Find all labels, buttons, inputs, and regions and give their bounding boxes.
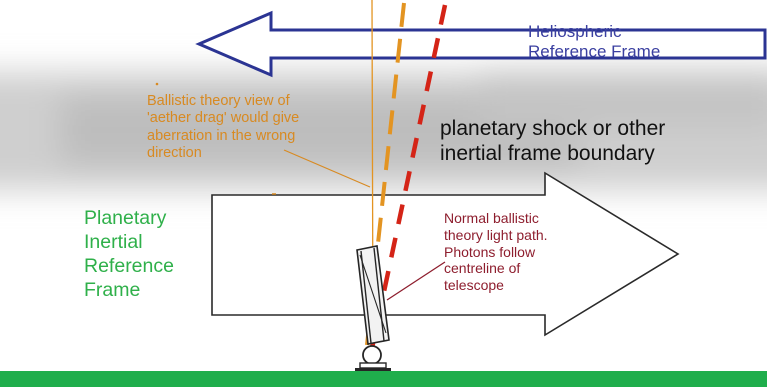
heliospheric-frame-arrow [195,10,767,78]
shock-boundary-label: planetary shock or other inertial frame … [440,117,666,165]
ballistic-wrong-direction-label: Ballistic theory view of 'aether drag' w… [147,93,300,162]
ground-strip [0,371,767,387]
planetary-frame-arrow [211,171,680,337]
telescope-inner-left [360,250,372,344]
ballistic-label-leader [283,149,371,188]
telescope-base [359,362,387,369]
normal-path-label-leader [386,261,446,301]
telescope-diagonal [359,254,387,334]
telescope-inner-right [373,247,385,342]
telescope-foot [355,368,391,371]
telescope-mount-ball [362,345,382,365]
leader-dot [155,82,159,86]
planetary-frame-label: Planetary Inertial Reference Frame [84,207,174,301]
heliospheric-frame-label: Heliospheric Reference Frame [528,22,661,61]
haze-band [0,70,767,190]
aether-drag-light-path [365,2,406,346]
normal-ballistic-light-path [369,4,448,349]
telescope [355,245,391,371]
normal-light-path-label: Normal ballistic theory light path. Phot… [444,210,548,294]
